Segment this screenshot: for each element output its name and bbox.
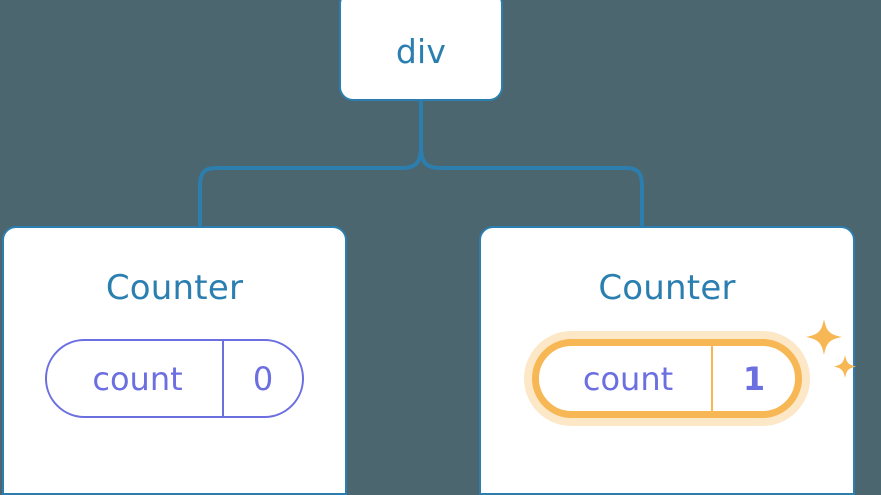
connector-branch-left xyxy=(198,145,423,226)
state-key: count xyxy=(47,341,222,416)
sparkle-icon xyxy=(806,319,842,355)
state-key: count xyxy=(539,346,711,411)
sparkles-group xyxy=(806,319,857,378)
state-pill-wrapper-right: count 1 xyxy=(532,319,857,418)
state-value-text: 0 xyxy=(252,359,274,398)
state-pill-highlighted[interactable]: count 1 xyxy=(532,339,802,418)
node-counter-left[interactable]: Counter count 0 xyxy=(2,226,347,495)
state-key-text: count xyxy=(582,359,674,398)
connector-branch-right xyxy=(419,145,644,226)
state-value-text: 1 xyxy=(742,359,766,398)
state-value: 1 xyxy=(711,346,795,411)
state-value: 0 xyxy=(222,341,302,416)
node-div-label: div xyxy=(395,32,447,71)
sparkle-icon xyxy=(833,355,857,378)
state-pill[interactable]: count 0 xyxy=(45,339,304,418)
component-name-label: Counter xyxy=(105,268,244,308)
node-counter-right[interactable]: Counter count 1 xyxy=(479,226,857,495)
state-pill-wrapper-left: count 0 xyxy=(45,339,304,418)
state-key-text: count xyxy=(92,359,183,398)
node-div[interactable]: div xyxy=(339,0,503,101)
component-name-label: Counter xyxy=(598,268,736,308)
